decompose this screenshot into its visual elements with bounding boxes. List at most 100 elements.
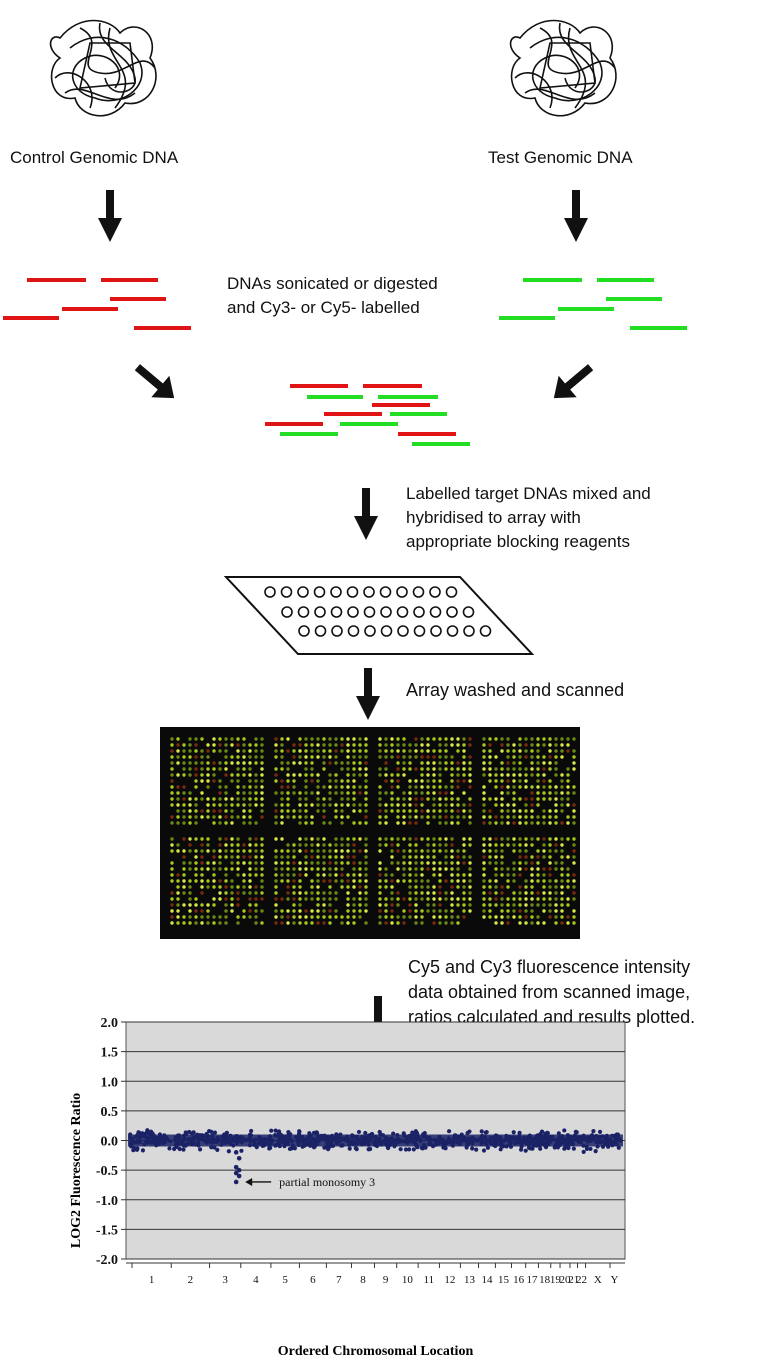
y-tick-label: 0.0 [101,1135,119,1150]
array-spot [429,606,442,618]
data-point [403,1147,409,1152]
array-subgrid [482,837,576,925]
scan-step-text: Array washed and scanned [406,680,625,700]
data-point [411,1147,416,1152]
data-point [467,1129,472,1134]
data-point [485,1145,491,1150]
data-point [356,1129,362,1135]
array-spot [429,586,441,598]
data-point [268,1145,273,1151]
data-point [212,1145,217,1150]
array-spot [347,606,359,618]
arrow-down-icon [564,190,588,242]
data-point [571,1146,576,1151]
array-spot [413,606,425,618]
control-dna-label: Control Genomic DNA [10,148,179,167]
data-point [198,1147,203,1152]
data-point [593,1149,598,1154]
data-point [377,1129,382,1135]
array-spot [430,625,442,637]
data-point [591,1129,596,1134]
data-point [177,1146,182,1152]
data-point [562,1128,567,1133]
data-point [423,1145,428,1150]
data-point [212,1130,218,1135]
x-tick-label: 12 [444,1274,455,1286]
hybridisation-step-text: Labelled target DNAs mixed and hybridise… [406,484,651,551]
x-tick-label: 18 [539,1274,551,1286]
data-point [226,1149,231,1154]
outlier-point [236,1155,242,1161]
control-dna-tangle-icon [49,19,157,117]
arrow-down-icon [354,488,378,540]
array-spot [298,625,310,637]
data-point [140,1148,146,1153]
data-point [538,1146,543,1151]
y-tick-label: -2.0 [96,1253,118,1268]
array-spot [446,625,459,637]
mixed-fragments [265,384,470,446]
outlier-point [233,1170,239,1176]
array-spot [313,586,326,598]
arrow-down-icon [356,668,380,720]
y-tick-label: -1.5 [96,1223,118,1238]
data-point [573,1129,578,1134]
sonication-step-text: DNAs sonicated or digested and Cy3- or C… [227,274,438,317]
x-tick-label: 22 [576,1274,587,1286]
array-subgrid [274,737,368,825]
x-tick-label: 20 [560,1274,572,1286]
outlier-point [233,1179,239,1185]
y-tick-label: 2.0 [101,1016,119,1031]
x-tick-label: Y [611,1274,619,1286]
data-point [523,1148,528,1153]
x-tick-label: X [594,1274,602,1286]
data-point [363,1130,368,1136]
array-subgrid [274,837,368,925]
y-tick-label: 0.5 [101,1105,119,1120]
data-point [273,1128,278,1133]
data-point [566,1145,571,1151]
x-tick-label: 6 [310,1274,316,1286]
y-tick-label: -0.5 [96,1164,118,1179]
array-spot [330,606,343,618]
data-point [616,1145,621,1150]
array-spot [363,606,376,618]
array-subgrid [378,737,472,825]
data-point [556,1131,561,1136]
array-spot [347,625,360,637]
data-point [354,1146,359,1152]
array-spot [314,625,327,637]
array-spot [297,606,310,618]
data-point [562,1146,567,1151]
array-spot [413,625,426,637]
data-point [215,1147,220,1152]
y-tick-label: 1.5 [101,1046,119,1061]
arrow-diagonal-icon [134,364,175,399]
array-spot [364,625,376,637]
data-point [545,1130,550,1135]
cy5-labelled-fragments [3,278,191,330]
array-spot [264,586,276,598]
data-point [511,1130,516,1135]
array-subgrid [482,737,576,825]
data-point [276,1129,282,1134]
x-tick-label: 15 [498,1274,510,1286]
data-point [287,1146,292,1152]
data-point [209,1129,214,1134]
array-spot [379,586,392,598]
array-spot [396,606,409,618]
outlier-point [236,1167,242,1173]
array-spot [314,606,326,618]
test-dna-label: Test Genomic DNA [488,148,633,167]
microarray-slide [223,576,535,655]
arrow-diagonal-icon [553,364,594,399]
data-point [292,1146,298,1151]
data-point [588,1146,593,1152]
x-tick-label: 9 [383,1274,389,1286]
scatter-series [128,1128,623,1185]
data-point [498,1147,503,1152]
data-point [481,1148,487,1153]
array-spot [463,625,475,637]
annotation-label: partial monosomy 3 [279,1175,375,1189]
data-point [419,1145,424,1151]
